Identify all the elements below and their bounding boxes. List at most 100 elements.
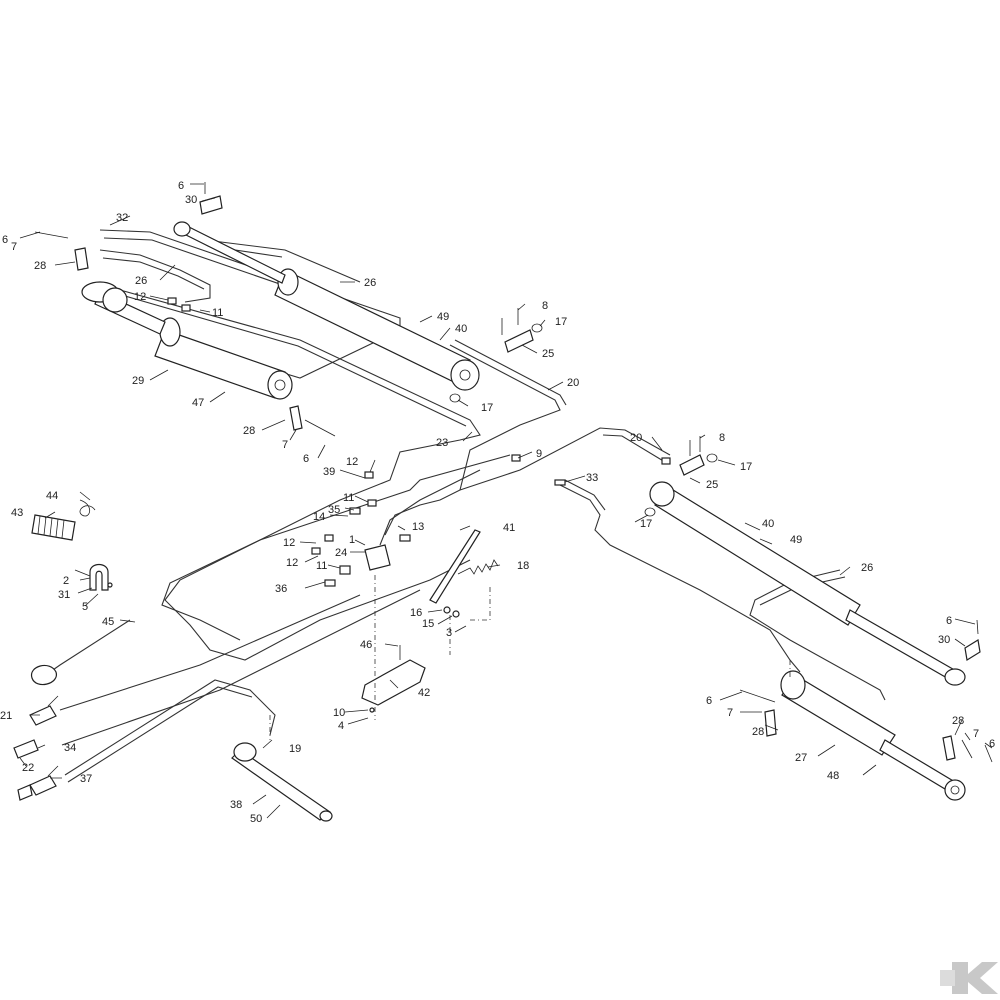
hose-line — [67, 686, 253, 783]
callout-c23: 23 — [436, 437, 448, 449]
callout-c32: 32 — [116, 212, 128, 224]
callout-labels: 6 30 32 6 7 28 26 26 12 11 8 17 4 9 40 25… — [0, 180, 995, 825]
fitting — [324, 534, 334, 542]
lever-arm — [429, 529, 481, 604]
rod-eye — [944, 668, 966, 686]
callout-c16: 16 — [410, 607, 422, 619]
rod-eye-hole — [950, 785, 960, 795]
callout-c18: 18 — [517, 560, 529, 572]
oil-tank — [31, 664, 57, 686]
callout-c26c: 26 — [861, 562, 873, 574]
cylinder-eye-hole — [274, 379, 286, 391]
callout-c45: 45 — [102, 616, 114, 628]
callout-c17c: 17 — [740, 461, 752, 473]
fitting — [554, 479, 566, 486]
callout-c25a: 25 — [542, 348, 554, 360]
o-ring — [531, 323, 543, 333]
cylinder-barrel — [654, 484, 861, 626]
valve-block — [364, 544, 391, 571]
callout-c30b: 30 — [938, 634, 950, 646]
pin — [764, 709, 777, 737]
callout-c41: 41 — [503, 522, 515, 534]
hose-line — [102, 257, 205, 290]
cylinder-head — [102, 287, 128, 313]
callout-c6b: 6 — [2, 234, 8, 246]
quick-coupler — [17, 784, 33, 801]
hose-line — [559, 484, 801, 673]
callout-c35: 35 — [328, 504, 340, 516]
callout-c42: 42 — [418, 687, 430, 699]
cylinder-eye — [450, 359, 480, 391]
callout-c28d: 28 — [952, 715, 964, 727]
o-ring — [449, 393, 461, 403]
nut — [369, 707, 375, 713]
cylinder-eye — [267, 370, 293, 400]
cylinder-eye — [780, 670, 806, 700]
callout-c12d: 12 — [286, 557, 298, 569]
fitting — [349, 507, 361, 515]
callout-c26a: 26 — [135, 275, 147, 287]
rod-eye — [944, 779, 966, 801]
piston-rod — [879, 739, 956, 793]
callout-c11c: 11 — [316, 560, 327, 572]
cotter-pin — [976, 619, 979, 635]
callout-c30a: 30 — [185, 194, 197, 206]
callout-c2: 2 — [63, 575, 69, 587]
callout-c28a: 28 — [34, 260, 46, 272]
callout-c48: 48 — [827, 770, 839, 782]
callout-c40a: 40 — [455, 323, 467, 335]
callout-c9: 9 — [536, 448, 542, 460]
cotter-pin — [739, 689, 776, 703]
cylinder-eye — [649, 481, 675, 507]
callout-c38: 38 — [230, 799, 242, 811]
mounting-plate — [361, 659, 426, 706]
cylinder-29-47 — [81, 281, 293, 400]
cylinder-eye-hole — [459, 369, 471, 381]
bolt — [74, 569, 91, 577]
callout-c29: 29 — [132, 375, 144, 387]
callout-c6f: 6 — [989, 738, 995, 750]
hose-line — [59, 594, 361, 711]
center-line — [470, 585, 491, 621]
callout-c43: 43 — [11, 507, 23, 519]
logo-mark — [952, 962, 998, 994]
hose-line — [64, 679, 276, 776]
callout-c27: 27 — [795, 752, 807, 764]
hose-line — [61, 589, 421, 746]
pin — [942, 735, 956, 761]
fitting — [339, 565, 351, 575]
callout-c26b: 26 — [364, 277, 376, 289]
brand-k-logo-icon — [940, 962, 998, 994]
callout-c7d: 7 — [973, 728, 979, 740]
callout-c28c: 28 — [752, 726, 764, 738]
leader-lines — [19, 183, 993, 819]
callout-c14: 14 — [313, 511, 325, 523]
fittings — [167, 297, 671, 587]
callout-c19: 19 — [289, 743, 301, 755]
ball-valve — [29, 705, 57, 726]
callout-c11b: 11 — [343, 492, 354, 504]
fitting — [661, 457, 671, 465]
callout-c4: 4 — [338, 720, 344, 732]
hose-lines — [49, 224, 886, 783]
callout-c17a: 17 — [555, 316, 567, 328]
valve-handle — [47, 765, 59, 777]
cotter-pin — [34, 231, 69, 239]
quick-coupler — [13, 739, 39, 759]
hose-line — [99, 229, 401, 379]
piston-rod — [845, 609, 959, 683]
cylinder-27-48 — [780, 670, 966, 801]
valve-handle — [47, 695, 59, 707]
pin — [964, 639, 981, 661]
piston-rod — [181, 224, 286, 284]
hose-line — [602, 434, 666, 463]
fitting — [311, 547, 321, 555]
callout-c31: 31 — [58, 589, 70, 601]
rod-eye — [173, 221, 191, 237]
callout-c15: 15 — [422, 618, 434, 630]
callout-c8b: 8 — [719, 432, 725, 444]
spring-clip — [79, 499, 96, 517]
callout-c44: 44 — [46, 490, 58, 502]
